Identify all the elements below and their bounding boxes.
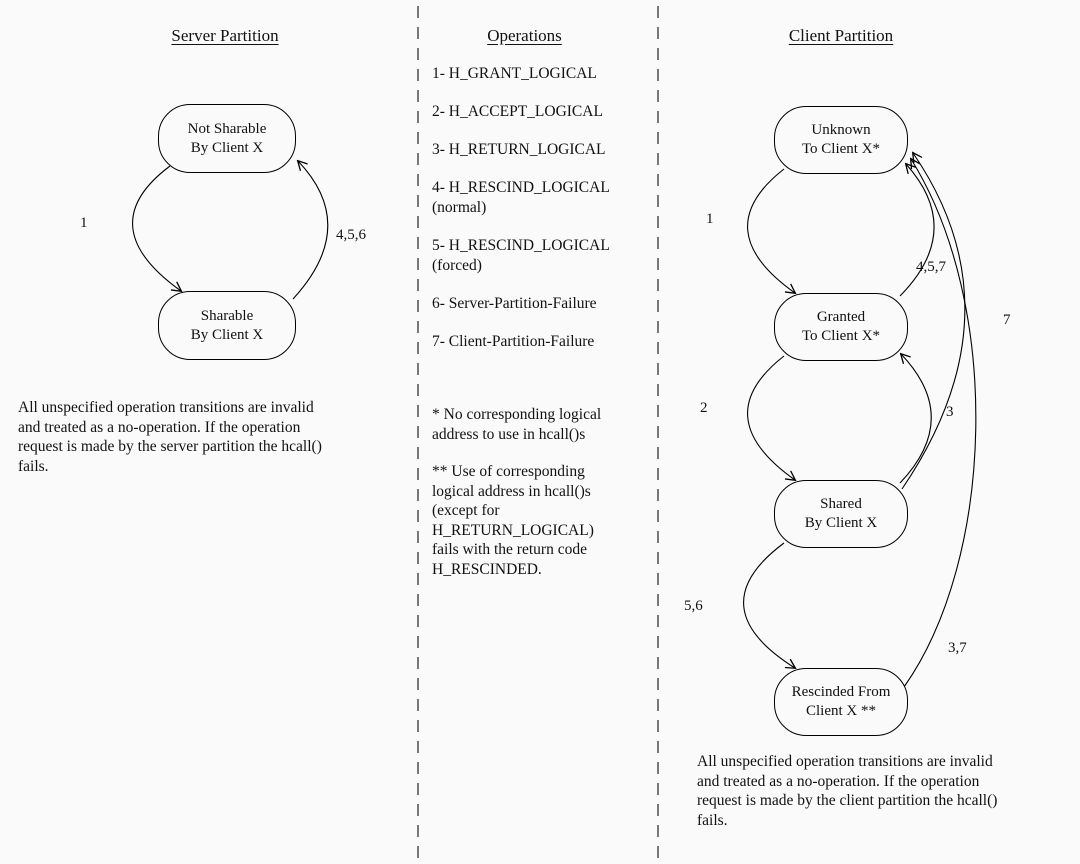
operation-item: 5- H_RESCIND_LOGICAL (forced) [432, 237, 610, 274]
node-label-line: To Client X* [801, 141, 881, 157]
node-label-line: Client X ** [806, 703, 876, 719]
node-label-line: Unknown [811, 122, 871, 138]
edge-label-client-grant: 1 [706, 211, 714, 227]
server-partition-title: Server Partition [171, 26, 279, 45]
node-label-line: Rescinded From [791, 684, 891, 700]
node-shared: Shared By Client X [774, 480, 908, 548]
operation-item: 4- H_RESCIND_LOGICAL (normal) [432, 179, 610, 216]
node-label-line: By Client X [190, 139, 264, 156]
node-rescinded: Rescinded From Client X ** [774, 668, 908, 736]
client-arrow-client-failure [901, 153, 966, 490]
operation-item: 3- H_RETURN_LOGICAL [432, 141, 606, 158]
edge-label-server-grant: 1 [80, 215, 88, 231]
server-arrow-grant [132, 165, 181, 291]
node-sharable: Sharable By Client X [158, 291, 296, 360]
note-single-asterisk: * No corresponding logical address to us… [432, 406, 602, 443]
node-not-sharable: Not Sharable By Client X [158, 104, 296, 173]
note-double-asterisk: ** Use of corresponding logical address … [432, 463, 594, 578]
node-label-line: Shared [820, 496, 862, 512]
client-partition-title: Client Partition [788, 26, 894, 45]
node-label-line: Not Sharable [187, 120, 267, 137]
edge-label-client-rescind-bottom: 5,6 [684, 598, 703, 614]
client-arrow-return [899, 354, 932, 484]
operations-list: 1- H_GRANT_LOGICAL 2- H_ACCEPT_LOGICAL 3… [432, 64, 658, 370]
edge-label-client-rescind-top: 4,5,7 [916, 259, 947, 275]
operations-notes: * No corresponding logical address to us… [432, 405, 667, 597]
node-unknown: Unknown To Client X* [774, 106, 908, 174]
node-granted: Granted To Client X* [774, 293, 908, 361]
server-arrow-rescind [292, 161, 329, 300]
server-footnote: All unspecified operation transitions ar… [18, 399, 322, 475]
edge-label-client-accept: 2 [700, 400, 708, 416]
node-label-line: By Client X [190, 326, 264, 343]
client-footnote: All unspecified operation transitions ar… [697, 753, 998, 829]
client-arrow-rescind-bottom [743, 542, 795, 668]
node-label-line: Sharable [200, 307, 254, 324]
edge-label-client-return: 3 [946, 404, 954, 420]
edge-label-server-rescind: 4,5,6 [336, 227, 367, 243]
operation-item: 6- Server-Partition-Failure [432, 295, 597, 312]
node-label-line: By Client X [804, 515, 878, 531]
operation-item: 2- H_ACCEPT_LOGICAL [432, 103, 603, 120]
operation-item: 7- Client-Partition-Failure [432, 333, 595, 350]
client-arrow-grant [747, 168, 795, 293]
node-label-line: To Client X* [801, 328, 881, 344]
edge-label-client-failure: 7 [1003, 312, 1011, 328]
client-arrow-rescind-top [899, 164, 935, 297]
client-arrow-accept [747, 355, 795, 480]
client-arrow-return-failure [903, 159, 977, 688]
operation-item: 1- H_GRANT_LOGICAL [432, 65, 597, 82]
edge-label-client-return-failure: 3,7 [948, 640, 967, 656]
node-label-line: Granted [816, 309, 866, 325]
operations-title: Operations [487, 26, 562, 45]
